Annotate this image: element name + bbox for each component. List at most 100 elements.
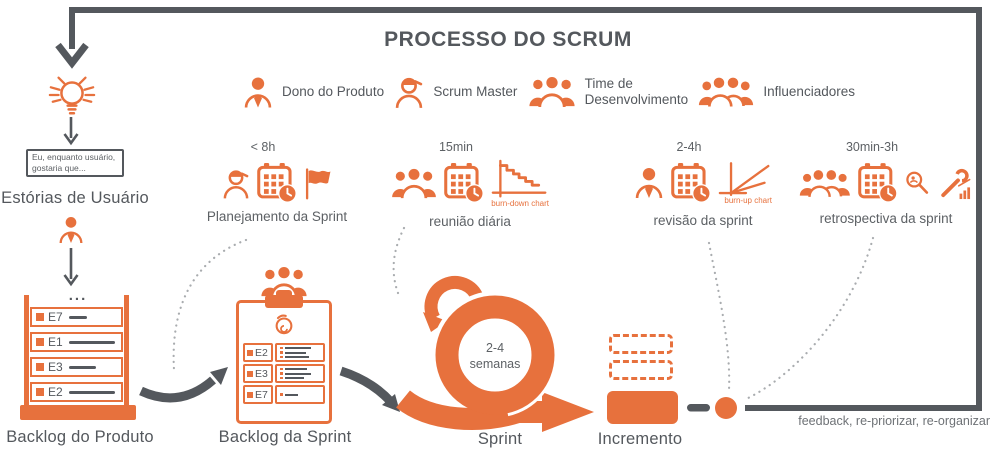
legend-label: Scrum Master — [433, 84, 518, 100]
influencers-icon — [698, 77, 754, 107]
chart-caption: burn-down chart — [491, 198, 549, 208]
story-code-cell: E7 — [243, 385, 273, 404]
calendar-clock-icon — [671, 163, 711, 203]
calendar-clock-icon — [257, 163, 297, 203]
user-stories-label: Estórias de Usuário — [1, 189, 149, 207]
story-code: E2 — [255, 346, 268, 359]
rack-base — [20, 405, 136, 420]
feedback-label: feedback, re-priorizar, re-organizar — [798, 414, 990, 428]
sprint-item-row: E2 — [243, 343, 325, 362]
rack-post — [24, 295, 29, 408]
increment — [600, 332, 690, 428]
task-line — [280, 372, 320, 375]
bullet-square — [36, 363, 44, 371]
dotted-connector-review — [707, 241, 731, 392]
ceremony-sprint-retrospective: 30min-3h retrospectiva da sprint — [799, 140, 973, 226]
story-line — [68, 390, 115, 394]
story-code: E3 — [48, 360, 63, 374]
clipboard: E2 E3 — [236, 290, 332, 424]
backlog-item-row: E3 — [30, 357, 123, 377]
sprint-item-row: E3 — [243, 364, 325, 383]
increment-dash — [687, 404, 710, 412]
ceremony-icons: burn-down chart — [385, 159, 555, 208]
task-line — [280, 351, 320, 354]
clipboard-clip — [265, 295, 303, 308]
dotted-connector-retrospective — [742, 236, 875, 402]
task-list-cell — [275, 343, 325, 362]
user-story-note: Eu, enquanto usuário, gostaria que... — [26, 149, 124, 177]
arrow-product-to-sprint-backlog-icon — [139, 376, 216, 403]
sprint-item-row: E7 — [243, 385, 325, 404]
calendar-clock-icon — [444, 163, 484, 203]
feedback-loop-line — [69, 7, 982, 411]
ceremony-sprint-planning: < 8h Planejamento da Sprint — [192, 140, 362, 224]
roles-legend: Dono do Produto Scrum Master Time de Des… — [243, 72, 855, 112]
sprint-label: Sprint — [477, 430, 523, 448]
increment-dashed-box — [609, 334, 673, 354]
story-code: E2 — [48, 385, 63, 399]
feedback-dot — [715, 397, 737, 419]
ceremony-sprint-review: 2-4h burn-up chart revisão da sprint — [620, 140, 786, 228]
arrow-user-to-backlog-icon — [63, 248, 79, 287]
ceremony-icons: burn-up chart — [620, 160, 786, 206]
ceremony-label: Planejamento da Sprint — [206, 209, 348, 224]
product-owner-icon — [634, 167, 664, 199]
sprint-backlog-rows: E2 E3 — [243, 343, 325, 404]
sprint-backlog-label: Backlog da Sprint — [218, 428, 352, 446]
bullet-square — [247, 370, 253, 377]
increment-solid-box — [607, 391, 678, 424]
chart-caption: burn-up chart — [724, 196, 772, 205]
backlog-ellipsis: ... — [68, 287, 88, 304]
bullet-square — [36, 388, 44, 396]
dev-team-icon — [391, 168, 437, 199]
duration-label: 30min-3h — [845, 140, 899, 154]
legend-product-owner: Dono do Produto — [243, 76, 384, 109]
legend-scrum-master: Scrum Master — [394, 75, 517, 109]
feedback-arrowhead-icon — [55, 42, 89, 69]
duration-label: < 8h — [250, 140, 276, 154]
task-line — [280, 346, 320, 350]
dotted-connector-planning — [172, 238, 248, 372]
burn-up-chart: burn-up chart — [718, 161, 772, 205]
scrum-master-icon — [394, 75, 424, 109]
dev-team-icon — [528, 76, 576, 108]
backlog-item-row: E1 — [30, 332, 123, 352]
task-line — [280, 367, 320, 371]
legend-label: Time de Desenvolvimento — [584, 76, 689, 107]
legend-label: Influenciadores — [763, 84, 855, 100]
magnifier-icon — [904, 170, 930, 196]
ceremony-icons — [799, 160, 973, 206]
rack-post — [124, 295, 129, 408]
arrow-idea-to-note-icon — [63, 117, 79, 146]
ceremony-icons — [192, 160, 362, 206]
burn-down-chart-icon — [491, 159, 549, 202]
idea-lightbulb-icon — [44, 70, 100, 120]
bullet-square — [36, 338, 44, 346]
story-line — [68, 365, 96, 369]
duration-label: 2-4h — [676, 140, 702, 154]
story-line — [68, 315, 87, 319]
legend-dev-team: Time de Desenvolvimento — [528, 76, 689, 108]
bullet-square — [247, 349, 253, 356]
story-code: E1 — [48, 335, 63, 349]
story-code-cell: E3 — [243, 364, 273, 383]
story-line — [68, 340, 115, 344]
clipboard-clip — [276, 290, 292, 298]
product-owner-icon — [243, 76, 273, 109]
increment-dashed-box — [609, 360, 673, 380]
story-code: E3 — [255, 367, 268, 380]
arrow-sprint-backlog-to-sprint-icon — [339, 366, 395, 406]
bullet-square — [36, 313, 44, 321]
product-backlog: ... E7 E1 E3 E2 — [20, 287, 136, 423]
legend-influencers: Influenciadores — [698, 77, 855, 107]
product-owner-icon — [58, 216, 84, 244]
dev-team-icon — [799, 169, 851, 198]
backlog-item-row: E7 — [30, 307, 123, 327]
flag-icon — [304, 167, 332, 200]
scrum-master-icon — [222, 167, 250, 200]
sprint-spiral-icon — [396, 271, 594, 432]
legend-label: Dono do Produto — [282, 84, 385, 100]
story-code: E7 — [48, 310, 63, 324]
